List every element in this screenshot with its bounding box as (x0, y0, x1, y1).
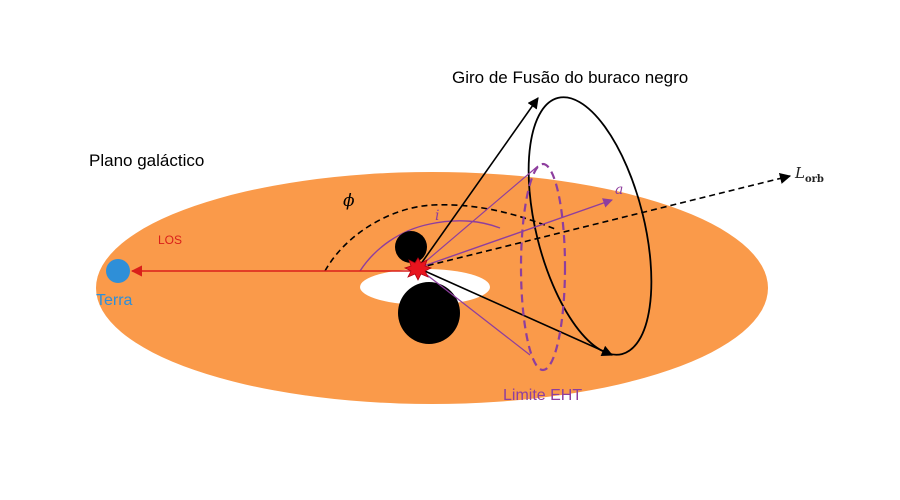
orbital-momentum-symbol: L (794, 164, 805, 182)
galactic-plane-label: Plano galáctico (89, 151, 204, 170)
earth-marker (106, 259, 130, 283)
merger-burst-icon (403, 257, 433, 281)
spin-vector-arrow (417, 198, 613, 269)
phi-angle-arc (324, 203, 556, 272)
secondary-black-hole (395, 231, 427, 263)
orbital-momentum-subscript: orb (805, 174, 824, 185)
primary-black-hole (398, 282, 460, 344)
eht-cone-edge-upper (417, 165, 539, 269)
phi-symbol: ϕ (343, 191, 355, 211)
eht-limit-ring (519, 162, 567, 372)
inclination-symbol: i (435, 208, 439, 224)
eht-limit-label: Limite EHT (503, 387, 582, 404)
earth-label: Terra (96, 292, 133, 309)
los-label: LOS (158, 233, 182, 247)
cone-edge-upper (417, 97, 539, 269)
spin-symbol: a (615, 182, 623, 198)
precession-title: Giro de Fusão do buraco negro (452, 68, 688, 87)
eht-cone-edge-lower (417, 267, 531, 356)
orbital-momentum-arrow (417, 172, 792, 269)
cone-edge-lower (417, 267, 614, 356)
orbital-momentum-label: Lorb (794, 164, 824, 185)
inclination-arc (359, 220, 501, 272)
